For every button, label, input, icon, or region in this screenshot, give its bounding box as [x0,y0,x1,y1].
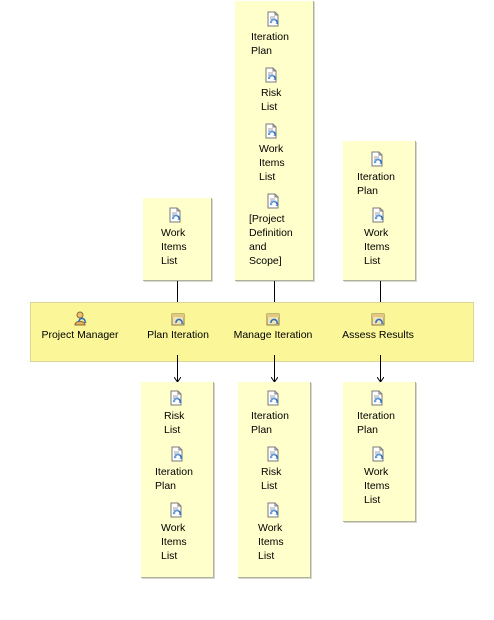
outputs-plan-iteration: Risk List Iteration Plan Work Items List [141,382,214,578]
inputs-assess-results: Iteration Plan Work Items List [343,141,416,281]
artifact-iteration-plan[interactable]: Iteration Plan [155,446,193,493]
inputs-manage-iteration: Iteration Plan Risk List Work Items List… [235,1,314,281]
artifact-label: Work Items List [364,466,390,506]
role-label: Project Manager [41,329,119,341]
artifact-label: Risk List [261,466,282,492]
work-product-icon [267,390,280,406]
artifact-work-items-list[interactable]: Work Items List [258,502,284,563]
artifact-label: Iteration Plan [251,410,289,436]
task-label: Plan Iteration [147,329,209,341]
artifact-risk-list[interactable]: Risk List [261,446,281,493]
work-product-icon [171,446,184,462]
artifact-label: Risk List [261,87,282,113]
artifact-work-items-list[interactable]: Work Items List [161,502,187,563]
artifact-label: Work Items List [364,227,390,267]
artifact-iteration-plan[interactable]: Iteration Plan [251,11,289,58]
task-assess-results[interactable]: Assess Results [336,311,420,341]
task-label: Manage Iteration [233,329,313,341]
artifact-label: Iteration Plan [357,410,395,436]
artifact-iteration-plan[interactable]: Iteration Plan [357,390,395,437]
task-label: Assess Results [342,329,414,341]
work-product-icon [267,502,280,518]
artifact-label: Iteration Plan [155,466,193,492]
arrowhead-icon [377,377,384,382]
artifact-project-definition-scope[interactable]: [Project Definition and Scope] [249,193,293,268]
task-icon [171,313,185,326]
artifact-work-items-list[interactable]: Work Items List [161,207,187,268]
task-plan-iteration[interactable]: Plan Iteration [139,311,217,341]
work-product-icon [267,11,280,27]
arrowhead-icon [174,377,181,382]
input-connector [380,281,381,305]
task-manage-iteration[interactable]: Manage Iteration [229,311,317,341]
task-icon [266,313,280,326]
input-connector [274,281,275,305]
artifact-risk-list[interactable]: Risk List [261,67,281,114]
work-product-icon [170,390,183,406]
artifact-work-items-list[interactable]: Work Items List [364,446,390,507]
artifact-label: [Project Definition and Scope] [249,213,293,267]
outputs-manage-iteration: Iteration Plan Risk List Work Items List [238,382,311,578]
work-product-icon [372,446,385,462]
inputs-plan-iteration: Work Items List [143,198,212,281]
role-task-band: Project Manager Plan Iteration Manage It… [30,302,474,362]
output-connector [274,355,275,381]
artifact-label: Iteration Plan [251,31,289,57]
work-product-icon [371,390,384,406]
work-product-icon [267,446,280,462]
artifact-iteration-plan[interactable]: Iteration Plan [357,151,395,198]
artifact-label: Work Items List [259,143,285,183]
work-product-icon [169,207,182,223]
artifact-work-items-list[interactable]: Work Items List [259,123,285,184]
artifact-label: Risk List [164,410,185,436]
artifact-risk-list[interactable]: Risk List [164,390,184,437]
work-product-icon [371,151,384,167]
output-connector [380,355,381,381]
artifact-label: Iteration Plan [357,171,395,197]
artifact-label: Work Items List [161,522,187,562]
artifact-label: Work Items List [258,522,284,562]
arrowhead-icon [271,377,278,382]
artifact-work-items-list[interactable]: Work Items List [364,207,390,268]
work-product-icon [372,207,385,223]
task-icon [371,313,385,326]
work-product-icon [267,193,280,209]
artifact-label: Work Items List [161,227,187,267]
outputs-assess-results: Iteration Plan Work Items List [343,382,416,522]
work-product-icon [170,502,183,518]
input-connector [177,281,178,305]
work-product-icon [265,123,278,139]
output-connector [177,355,178,381]
work-product-icon [265,67,278,83]
role-actor-icon [74,311,88,326]
artifact-iteration-plan[interactable]: Iteration Plan [251,390,289,437]
role-project-manager[interactable]: Project Manager [39,311,121,341]
